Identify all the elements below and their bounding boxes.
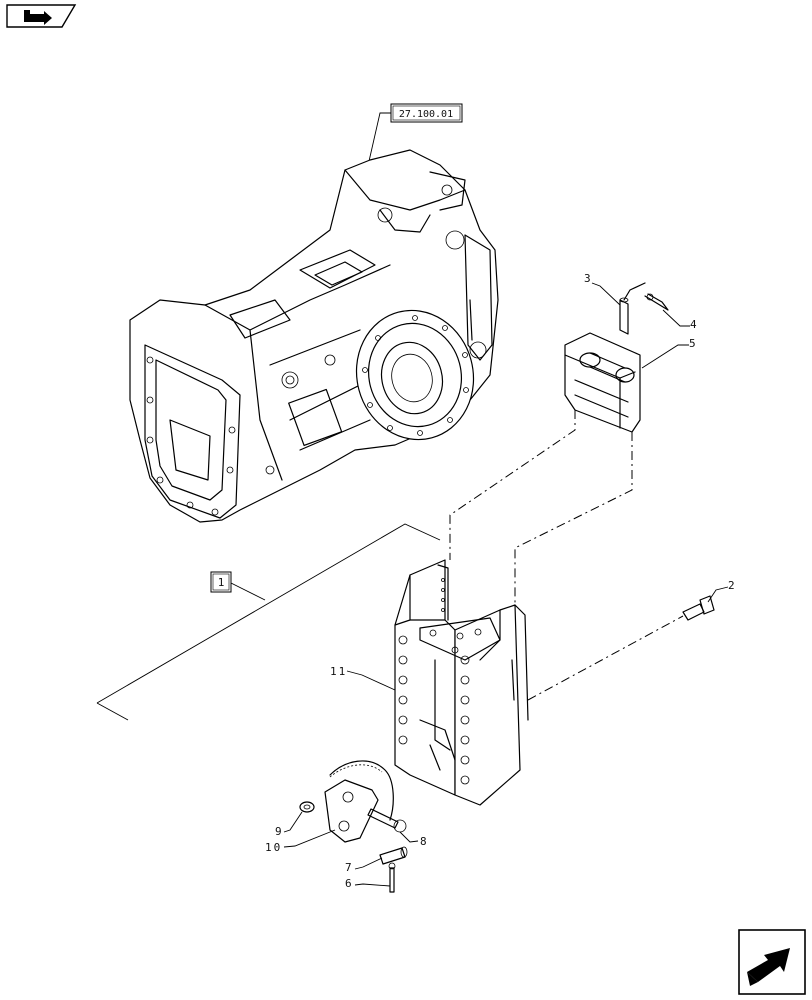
- reference-leader-line: [366, 112, 391, 171]
- assembly-leader: [230, 582, 266, 601]
- callout-labels: 3 4 5 2 11 9 10 8 7 6: [265, 272, 735, 890]
- callout-7: 7: [345, 861, 352, 874]
- transmission-housing: [129, 149, 499, 523]
- part-3-pin: [619, 282, 646, 335]
- svg-text:1: 1: [218, 576, 225, 589]
- callout-4: 4: [690, 318, 697, 331]
- callout-9: 9: [275, 825, 282, 838]
- part-5-hitch-hook: [564, 332, 641, 433]
- callout-2: 2: [728, 579, 735, 592]
- svg-text:27.100.01: 27.100.01: [399, 109, 453, 120]
- part-9-washer: [299, 801, 315, 813]
- assembly-bracket-bottom: [96, 702, 129, 721]
- back-arrow-icon[interactable]: [6, 4, 77, 28]
- assembly-bracket-top: [96, 523, 441, 704]
- part-4-clip: [644, 293, 669, 311]
- reference-27-100-01[interactable]: 27.100.01: [390, 103, 463, 123]
- callout-10: 10: [265, 841, 282, 854]
- next-page-arrow-icon[interactable]: [738, 929, 806, 995]
- part-10-latch-plate: [324, 760, 394, 843]
- callout-5: 5: [689, 337, 696, 350]
- callout-3: 3: [584, 272, 591, 285]
- rear-flange-bolts: [146, 356, 236, 516]
- assembly-label-1[interactable]: 1: [210, 571, 232, 593]
- part-2-bolt: [682, 595, 715, 621]
- callout-11: 11: [330, 665, 347, 678]
- part-11-hitch-rail: [394, 559, 529, 806]
- part-6-split-pin: [388, 862, 396, 893]
- callout-8: 8: [420, 835, 427, 848]
- assembly-guide-lines: [449, 410, 684, 701]
- callout-leaders: [283, 282, 729, 887]
- part-7-pin: [379, 846, 408, 865]
- part-8-ring-pin: [367, 808, 407, 833]
- front-flange: [355, 309, 475, 441]
- callout-6: 6: [345, 877, 352, 890]
